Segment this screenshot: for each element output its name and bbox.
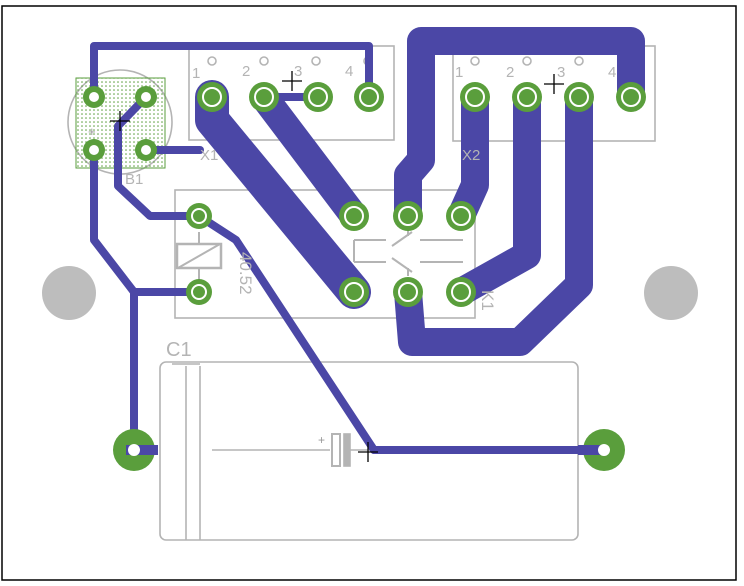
- c1-polarity-symbol: [331, 433, 341, 467]
- k1-designator: K1: [478, 290, 497, 311]
- x2-pin-2-label: 2: [506, 64, 514, 81]
- copper-layer: [90, 27, 645, 454]
- b1-designator: B1: [125, 171, 143, 188]
- trace-cap-plus: [195, 212, 608, 454]
- trace-b1-left: [90, 146, 138, 450]
- mounting-hole-left: [42, 266, 96, 320]
- trace-x2-4-loop: [394, 27, 645, 230]
- trace-x2-2: [447, 83, 541, 306]
- k1-part-label: 40.52: [236, 252, 255, 295]
- trace-b1-right: [114, 93, 203, 220]
- c1-polarity: +: [318, 433, 325, 447]
- x1-pin-3-label: 3: [294, 63, 302, 80]
- x2-pin-1-label: 1: [455, 64, 463, 81]
- trace-b1-loop: [90, 42, 373, 101]
- b1-polarity: +: [88, 124, 96, 139]
- crosshair-marks: [110, 71, 564, 462]
- x1-pin-1-label: 1: [192, 65, 200, 82]
- x2-designator: X2: [462, 147, 480, 164]
- x1-pin-marks: [207, 56, 373, 66]
- b1-pads: [83, 86, 157, 161]
- x1-pin-4-label: 4: [345, 63, 353, 80]
- k1-contact-symbols: [353, 228, 463, 276]
- c1-designator: C1: [166, 339, 192, 361]
- x2-pads: [460, 82, 646, 112]
- x2-pin-4-label: 4: [608, 64, 616, 81]
- k1-pads: [186, 201, 476, 307]
- x2-pin-3-label: 3: [557, 64, 565, 81]
- trace-x1-2-to-k1: [250, 83, 368, 230]
- x1-designator: X1: [200, 147, 218, 164]
- board-outline: [1, 5, 737, 581]
- x1-pin-2-label: 2: [242, 63, 250, 80]
- c1-pads: [113, 429, 625, 471]
- x1-pads: [197, 82, 384, 112]
- trace-x2-3: [394, 83, 593, 356]
- silkscreen-text: 1 2 3 4 X1 1 2 3 4 X2 B1 + 40.52 K1 C1 +: [88, 63, 616, 447]
- mounting-hole-right: [644, 266, 698, 320]
- pads-layer: [83, 82, 646, 471]
